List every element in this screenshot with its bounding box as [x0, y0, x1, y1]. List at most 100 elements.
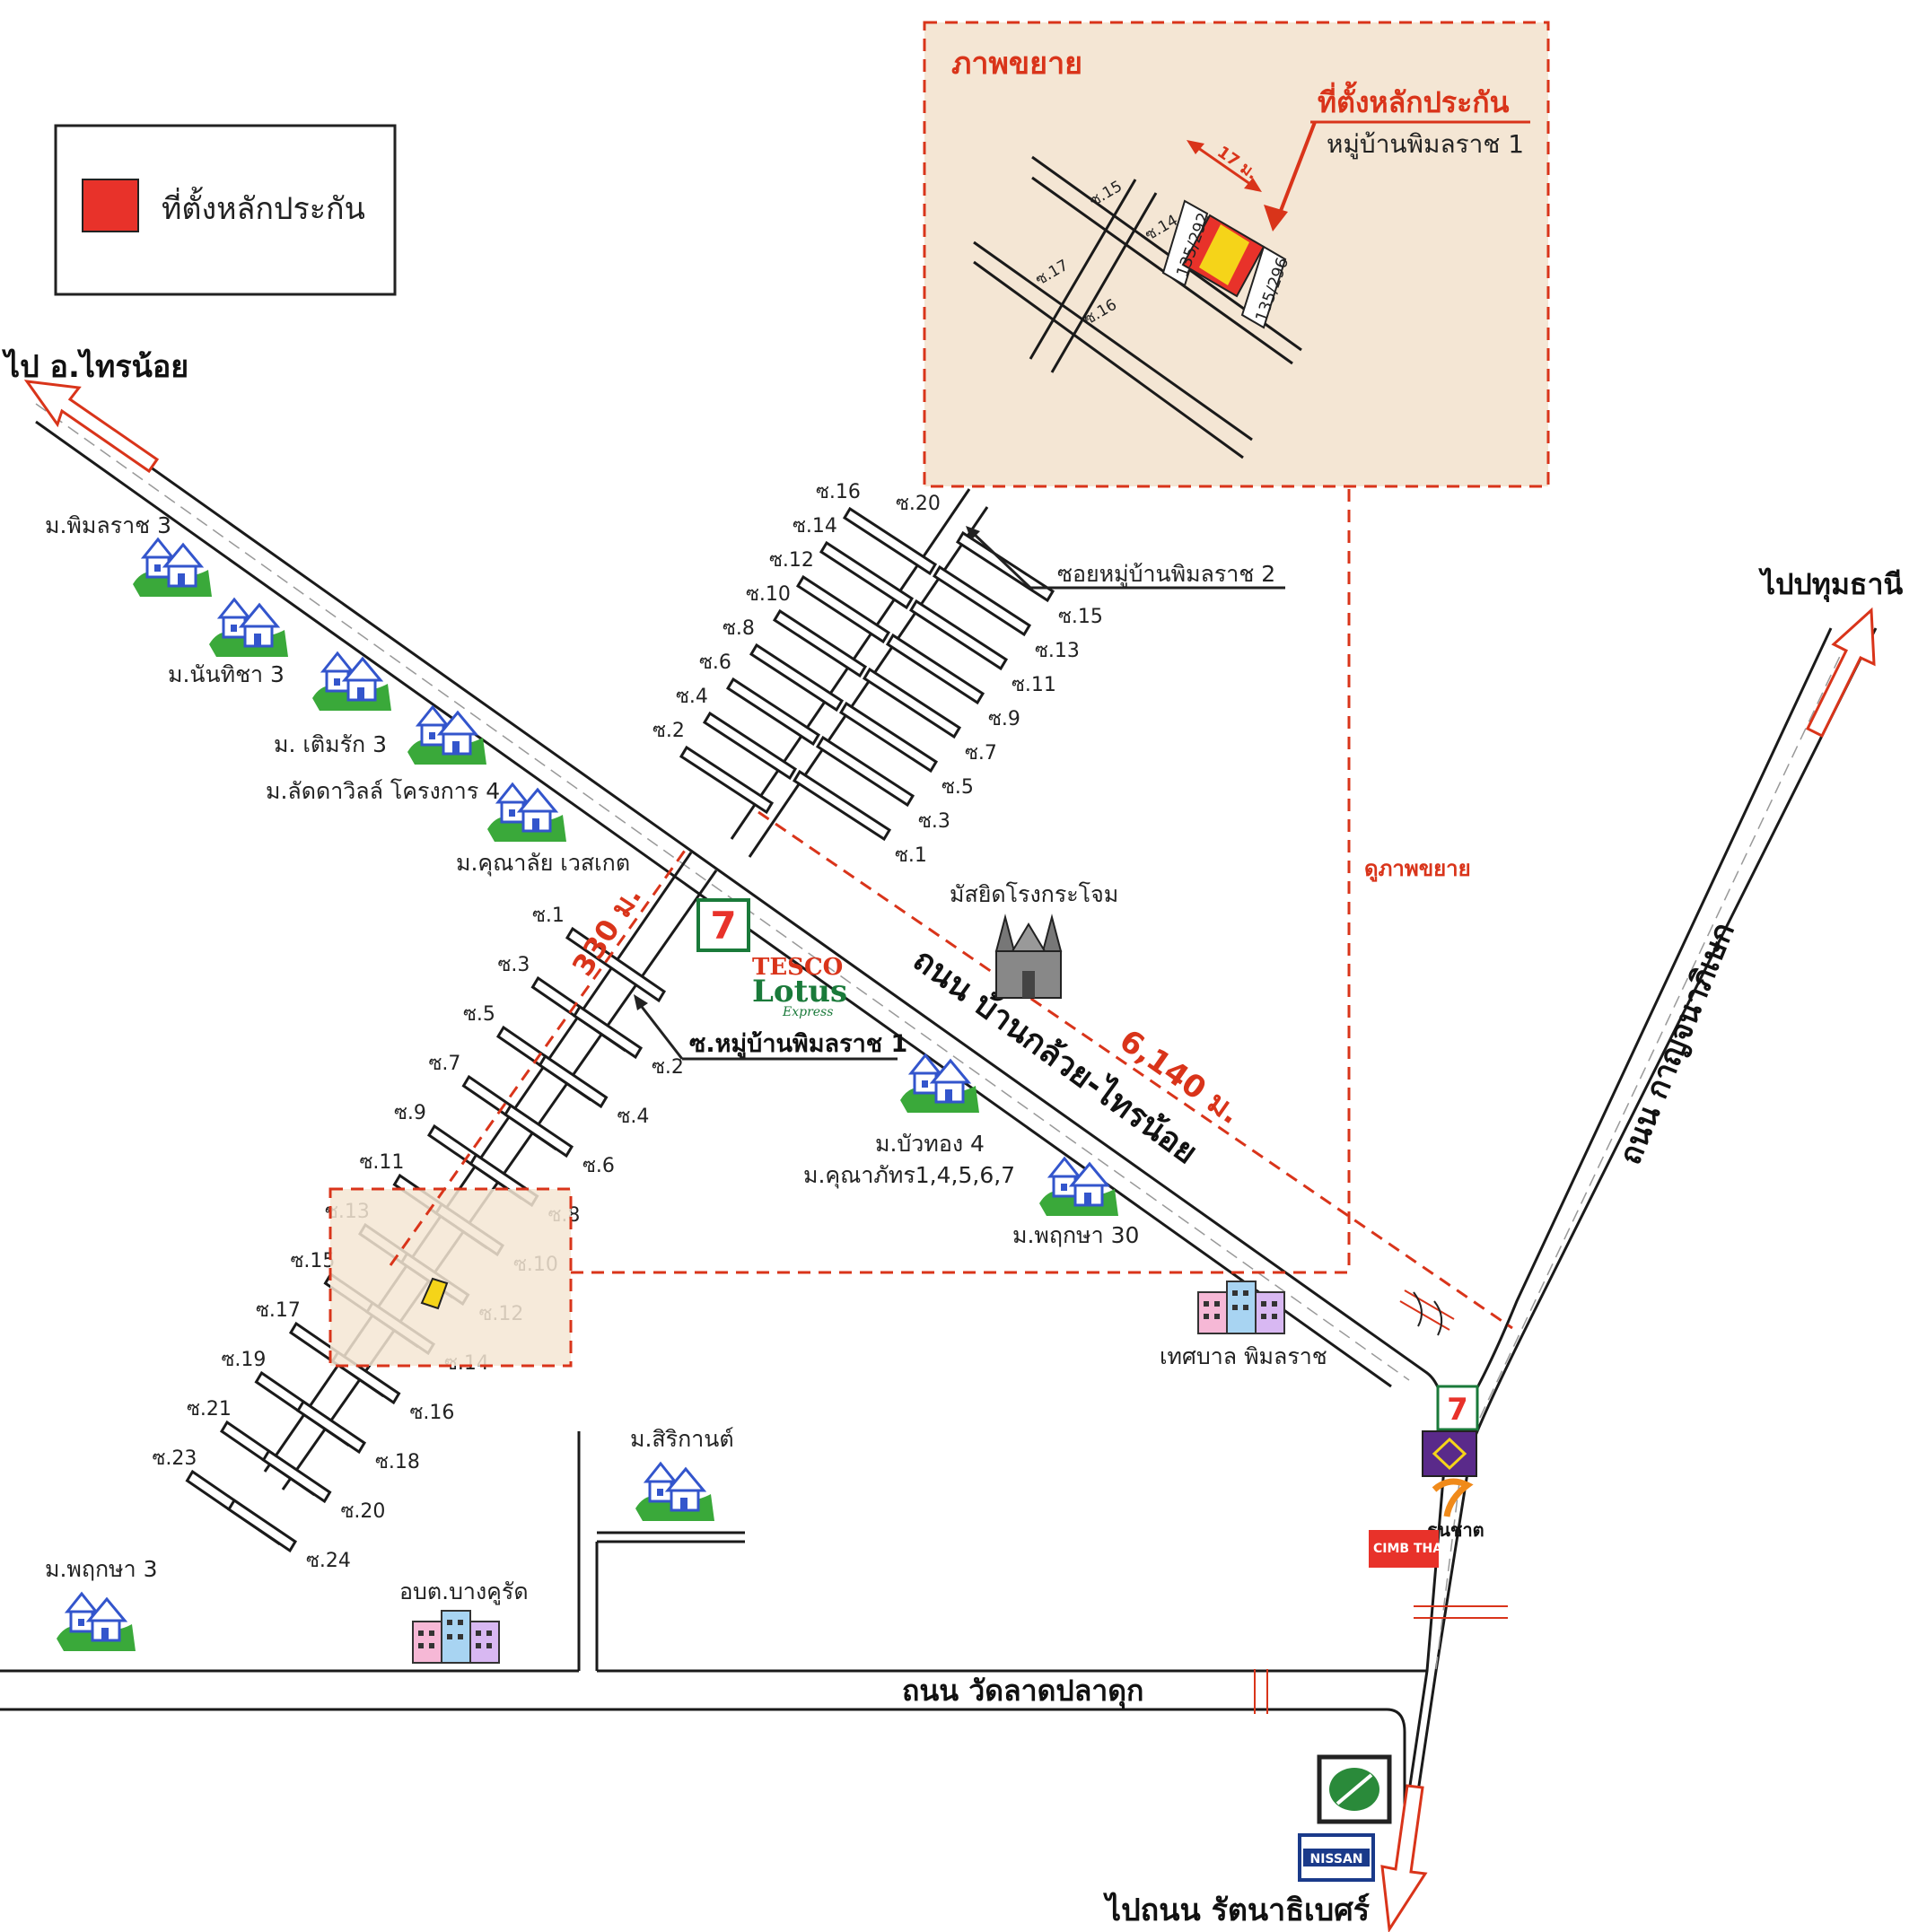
obt-label: อบต.บางคูรัด [399, 1578, 529, 1605]
legend-swatch [82, 179, 139, 232]
svg-text:CIMB THAI: CIMB THAI [1373, 1542, 1447, 1556]
soi-label: ซ.5 [941, 776, 974, 799]
scb-bank-icon [1422, 1430, 1477, 1477]
soi-label: ซ.21 [187, 1398, 232, 1421]
arrow-sainoi [23, 380, 160, 474]
village-label: ม.นันทิชา 3 [168, 661, 285, 687]
soi-label: ซ.7 [965, 742, 997, 765]
house-icon [207, 598, 290, 659]
soi-street [538, 1053, 609, 1109]
house-icon [131, 538, 214, 599]
soi-street [932, 564, 1032, 637]
soi-street [749, 643, 845, 712]
road-wat-lat [0, 1431, 1427, 1822]
soi-label: ซ.7 [429, 1053, 461, 1075]
mosque-icon [994, 914, 1063, 999]
soi-street [842, 506, 938, 576]
see-zoom-label: ดูภาพขยาย [1364, 856, 1471, 882]
soi-label: ซ.15 [291, 1250, 336, 1272]
soi-label: ซ.4 [676, 686, 708, 708]
soi-street [772, 608, 868, 678]
soi-pimonrat1-label: ซ.หมู่บ้านพิมลราช 1 [689, 1030, 907, 1059]
soi-label: ซ.20 [341, 1500, 386, 1523]
soi-pimonrat2-label: ซอยหมู่บ้านพิมลราช 2 [1057, 561, 1275, 588]
legend-label: ที่ตั้งหลักประกัน [162, 187, 365, 227]
soi-label: ซ.3 [498, 954, 530, 976]
soi-street [261, 1448, 332, 1504]
dir-sainoi: ไป อ.ไทรน้อย [2, 348, 188, 385]
soi-label: ซ.16 [410, 1402, 455, 1424]
soi-label: ซ.11 [1012, 674, 1056, 696]
soi-street [572, 1004, 644, 1060]
inset-zoom-box: ภาพขยาย ที่ตั้งหลักประกัน หมู่บ้านพิมลรา… [923, 21, 1550, 488]
road-watlat-label: ถนน วัดลาดปลาดุก [902, 1674, 1143, 1709]
soi-label: ซ.11 [360, 1151, 405, 1174]
site-marker-small [420, 1277, 449, 1310]
building-icon [1197, 1281, 1285, 1334]
soi-street [226, 1498, 298, 1553]
village-label: ม.ลัดดาวิลล์ โครงการ 4 [266, 778, 500, 804]
svg-text:Lotus: Lotus [752, 974, 847, 1010]
soi-label: ซ.17 [256, 1299, 301, 1322]
svg-text:NISSAN: NISSAN [1309, 1852, 1362, 1866]
soi-label: ซ.10 [746, 583, 791, 606]
soi-street [908, 599, 1009, 671]
house-icon [311, 651, 393, 712]
building-icon [412, 1610, 500, 1664]
inset-village: หมู่บ้านพิมลราช 1 [1327, 129, 1524, 160]
svg-text:Express: Express [782, 1005, 833, 1019]
soi-label: ซ.16 [816, 481, 861, 503]
village-label: ม.พฤกษา 30 [1012, 1222, 1139, 1248]
inset-site-label: ที่ตั้งหลักประกัน [1318, 81, 1510, 119]
soi-street [503, 1103, 574, 1158]
soi-label: ซ.2 [652, 720, 685, 742]
dir-rattanathibet: ไปถนน รัตนาธิเบศร์ [1103, 1892, 1371, 1928]
ptt-station-icon [1317, 1754, 1392, 1824]
soi-street [679, 745, 775, 815]
soi-street [862, 667, 962, 739]
soi-pimonrat2-grid: ซ.2ซ.4ซ.6ซ.8ซ.10ซ.12ซ.14ซ.16ซ.20 ซ.1ซ.3ซ… [652, 481, 1103, 867]
soi-label: ซ.1 [532, 905, 565, 927]
soi-street [702, 711, 798, 781]
soi-label: ซ.2 [652, 1056, 684, 1079]
municipality-label: เทศบาล พิมลราช [1160, 1343, 1327, 1369]
soi-street [295, 1399, 367, 1455]
soi-label: ซ.15 [1058, 606, 1103, 628]
soi-street [819, 540, 915, 610]
village-label: ม.สิริกานต์ [630, 1426, 734, 1452]
soi-label: ซ.8 [723, 617, 755, 640]
soi-label: ซ.19 [222, 1349, 267, 1371]
soi-label: ซ.1 [895, 844, 927, 867]
soi-street [565, 926, 667, 1003]
svg-text:7: 7 [710, 904, 736, 948]
village-label: ม.บัวทอง 4 [875, 1131, 985, 1157]
soi-label: ซ.12 [769, 549, 814, 572]
soi-label: ซ.3 [918, 810, 950, 833]
soi-label: ซ.6 [582, 1155, 615, 1177]
legend: ที่ตั้งหลักประกัน [54, 124, 397, 296]
soi-street [725, 677, 821, 747]
house-icon [55, 1592, 137, 1653]
road-kanchanaphisek [1412, 627, 1878, 1823]
inset-title: ภาพขยาย [951, 46, 1082, 82]
arrow-pathumthani [1805, 607, 1876, 739]
soi-label: ซ.13 [1035, 640, 1080, 662]
soi-label: ซ.5 [463, 1003, 495, 1026]
cimb-bank-icon: CIMB THAI [1369, 1530, 1447, 1568]
soi-label: ซ.23 [153, 1447, 197, 1470]
svg-text:TESCO: TESCO [752, 954, 843, 981]
svg-text:7: 7 [1447, 1392, 1468, 1428]
soi-street [815, 735, 915, 808]
village-label: ม.คุณาภัทร1,4,5,6,7 [803, 1162, 1015, 1189]
soi-street [955, 530, 1055, 603]
soi-street [885, 633, 985, 705]
soi-label: ซ.18 [375, 1451, 420, 1473]
zoom-area [328, 1187, 573, 1368]
soi-street [795, 574, 891, 644]
soi-label: ซ.9 [988, 708, 1020, 730]
soi-label: ซ.6 [699, 651, 731, 674]
soi-label: ซ.4 [617, 1106, 650, 1128]
soi-street [838, 701, 939, 774]
seven-eleven-icon: 7 [1436, 1385, 1479, 1431]
